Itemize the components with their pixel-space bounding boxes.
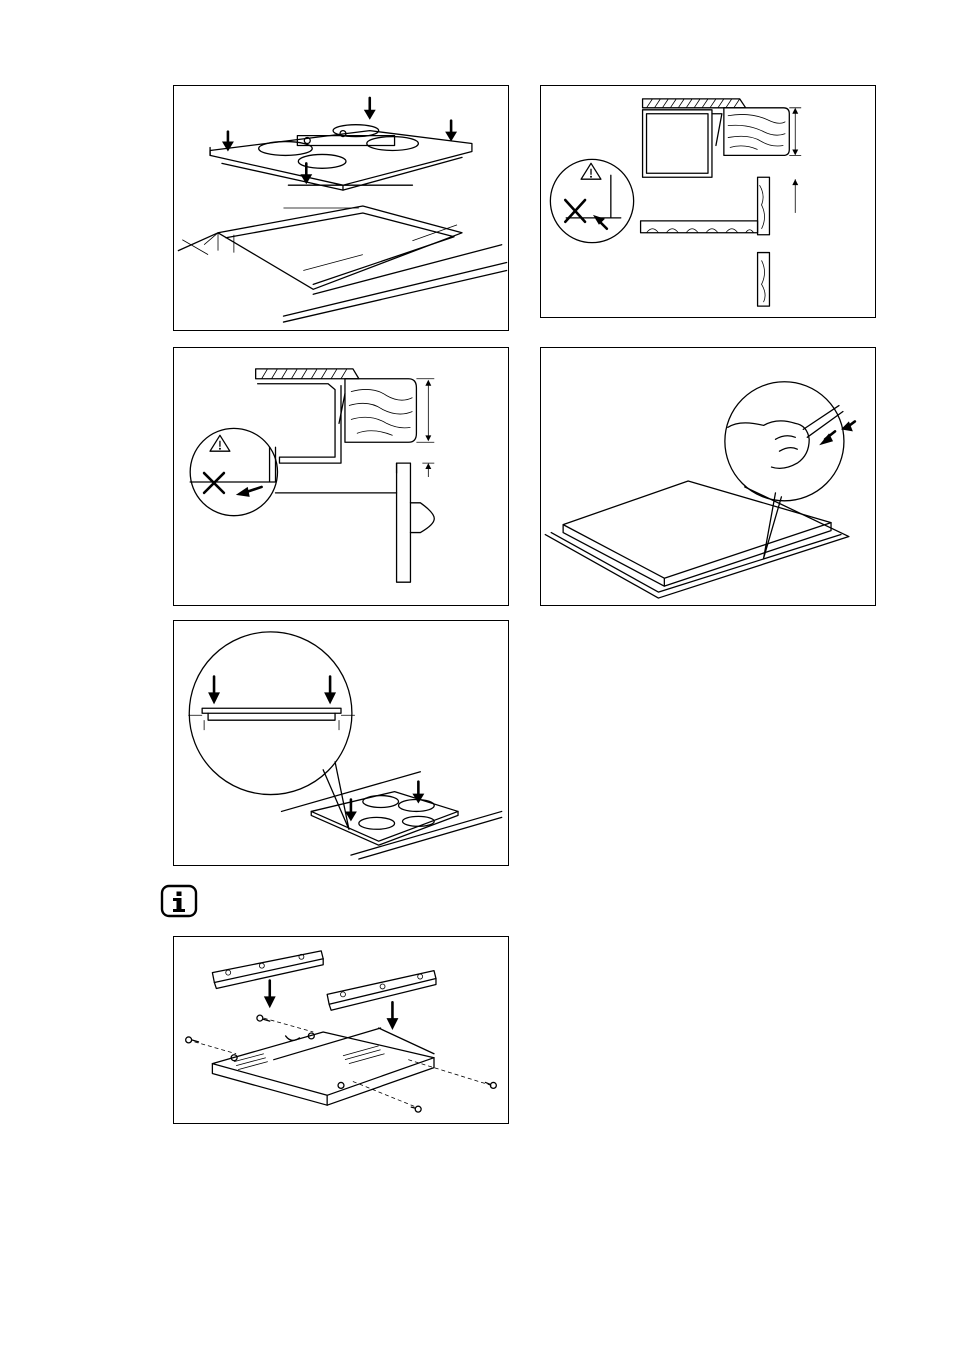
hand-icon: [728, 406, 843, 469]
worktop-clearance-drawing: [541, 86, 875, 317]
down-arrow-icon: [345, 782, 424, 822]
down-arrow-icon: [208, 677, 336, 705]
figure-hob-pressing-zoom: [173, 620, 509, 866]
zoom-circle: [725, 382, 855, 501]
hob-pressing-drawing: [174, 621, 508, 865]
warning-zoom-circle: [550, 159, 633, 242]
protection-box-drawing: [174, 937, 508, 1123]
cross-icon: [565, 200, 585, 222]
hob-placement-drawing: [174, 86, 508, 330]
screw-icon: [186, 1015, 497, 1112]
drawer-clearance-drawing: [174, 348, 508, 605]
cross-icon: [204, 473, 224, 493]
info-icon: [160, 884, 198, 918]
figure-worktop-cabinet-clearance: [540, 85, 876, 318]
warning-zoom-circle: [190, 428, 277, 515]
down-arrow-icon: [264, 981, 399, 1030]
figure-protection-box-assembly: [173, 936, 509, 1124]
figure-seal-pressing: [540, 347, 876, 606]
figure-hob-placement: [173, 85, 509, 331]
figure-drawer-clearance: [173, 347, 509, 606]
seal-pressing-drawing: [541, 348, 875, 605]
